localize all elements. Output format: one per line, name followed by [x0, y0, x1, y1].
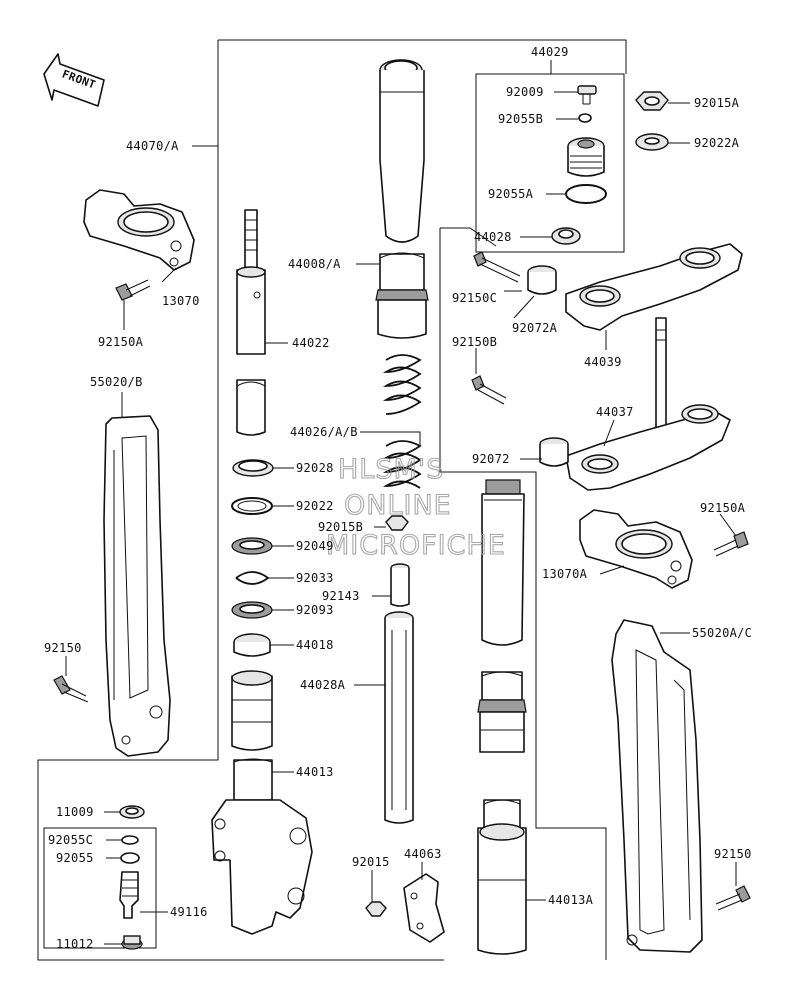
label-92150C: 92150C: [452, 291, 497, 305]
label-92150-left: 92150: [44, 641, 82, 655]
label-44028: 44028: [474, 230, 512, 244]
label-44029: 44029: [531, 45, 569, 59]
part-92015A-nut: [635, 91, 669, 111]
watermark-line-1: HLSM'S: [338, 454, 444, 485]
part-92150A-bolt-left: [115, 279, 151, 301]
label-92072: 92072: [472, 452, 510, 466]
label-44008A: 44008/A: [288, 257, 341, 271]
part-44028A-rod: [384, 611, 414, 824]
part-44022-cylinder-assembly: [236, 209, 266, 436]
part-44039-upper-bracket: [565, 243, 743, 331]
part-92072A-holder: [527, 265, 557, 295]
part-92033-circlip: [235, 571, 270, 585]
part-92015B-nut: [385, 515, 409, 531]
part-right-inner-tube: [477, 479, 527, 753]
label-44063: 44063: [404, 847, 442, 861]
label-92009: 92009: [506, 85, 544, 99]
part-55020B-fork-guard-left: [103, 415, 171, 757]
part-11009-gasket: [119, 805, 145, 819]
label-92033: 92033: [296, 571, 334, 585]
part-92055C-o-ring: [121, 835, 139, 845]
part-44026-fork-spring: [382, 354, 422, 489]
part-labels: 44029 92009 92055B 92055A 44028 92015A 9…: [44, 45, 752, 951]
part-44029-cap-bolt-assembly: [551, 85, 607, 245]
label-44039: 44039: [584, 355, 622, 369]
part-13070A-fork-clamp: [579, 509, 693, 589]
label-92150B: 92150B: [452, 335, 497, 349]
part-92015-nut: [365, 901, 387, 917]
part-44008A-inner-tube-upper: [375, 59, 429, 339]
label-92093: 92093: [296, 603, 334, 617]
part-55020AC-fork-guard-right: [611, 619, 703, 953]
part-92055B-o-ring: [578, 113, 592, 123]
label-92015B: 92015B: [318, 520, 363, 534]
label-92015: 92015: [352, 855, 390, 869]
label-44013: 44013: [296, 765, 334, 779]
part-92150A-bolt-right: [713, 531, 749, 557]
callout-leaders: [65, 60, 737, 945]
label-92049: 92049: [296, 539, 334, 553]
label-44037: 44037: [596, 405, 634, 419]
label-55020B: 55020/B: [90, 375, 143, 389]
label-92150-right: 92150: [714, 847, 752, 861]
part-92022A-washer: [635, 133, 669, 151]
label-92055A: 92055A: [488, 187, 534, 201]
label-55020AC: 55020A/C: [692, 626, 752, 640]
part-13070-fork-clamp: [83, 189, 195, 271]
part-44018-bushing: [233, 633, 271, 657]
part-92022-washer: [231, 497, 273, 515]
part-92093-oil-seal: [231, 601, 273, 619]
label-92055C: 92055C: [48, 833, 93, 847]
part-49116-valve-assembly: [119, 835, 140, 919]
part-44037-steering-stem: [565, 317, 731, 491]
part-44013-outer-tube-left: [211, 670, 313, 935]
label-92055B: 92055B: [498, 112, 543, 126]
part-92150C-bolt: [473, 251, 521, 283]
part-11012-plug: [121, 935, 143, 950]
front-arrow-icon: FRONT: [43, 53, 105, 107]
assembly-frame-lines: [37, 39, 627, 961]
label-11012: 11012: [56, 937, 94, 951]
label-92150A-left: 92150A: [98, 335, 144, 349]
label-44026AB: 44026/A/B: [290, 425, 358, 439]
label-44022: 44022: [292, 336, 330, 350]
part-92049-oil-seal: [231, 537, 273, 555]
label-92015A: 92015A: [694, 96, 740, 110]
label-11009: 11009: [56, 805, 94, 819]
watermark: HLSM'S ONLINE MICROFICHE: [325, 453, 506, 561]
label-92022A: 92022A: [694, 136, 740, 150]
label-44018: 44018: [296, 638, 334, 652]
watermark-line-3: MICROFICHE: [326, 530, 506, 561]
part-44028-collar: [551, 227, 581, 245]
part-44063-axle-clamp: [403, 873, 445, 943]
label-44070A: 44070/A: [126, 139, 179, 153]
watermark-line-2: ONLINE: [344, 490, 452, 521]
label-44028A: 44028A: [300, 678, 346, 692]
label-92055: 92055: [56, 851, 94, 865]
part-44029-cap: [567, 137, 605, 177]
part-92150-bolt-lower-right: [715, 885, 751, 911]
part-92009-screw: [577, 85, 597, 105]
label-92150A-right: 92150A: [700, 501, 746, 515]
part-92150-bolt-lower-left: [53, 675, 89, 703]
label-92022: 92022: [296, 499, 334, 513]
part-92150B-bolt: [471, 375, 507, 405]
label-13070: 13070: [162, 294, 200, 308]
label-92072A: 92072A: [512, 321, 558, 335]
part-44013A-outer-tube-right: [477, 799, 527, 955]
part-92072-holder: [539, 437, 569, 467]
part-92028-bushing: [232, 459, 274, 477]
label-92028: 92028: [296, 461, 334, 475]
part-92143-collar: [390, 563, 410, 607]
label-49116: 49116: [170, 905, 208, 919]
part-92055-o-ring: [120, 852, 140, 864]
part-92055A-o-ring: [565, 184, 607, 204]
label-13070A: 13070A: [542, 567, 588, 581]
label-44013A: 44013A: [548, 893, 594, 907]
label-92143: 92143: [322, 589, 360, 603]
